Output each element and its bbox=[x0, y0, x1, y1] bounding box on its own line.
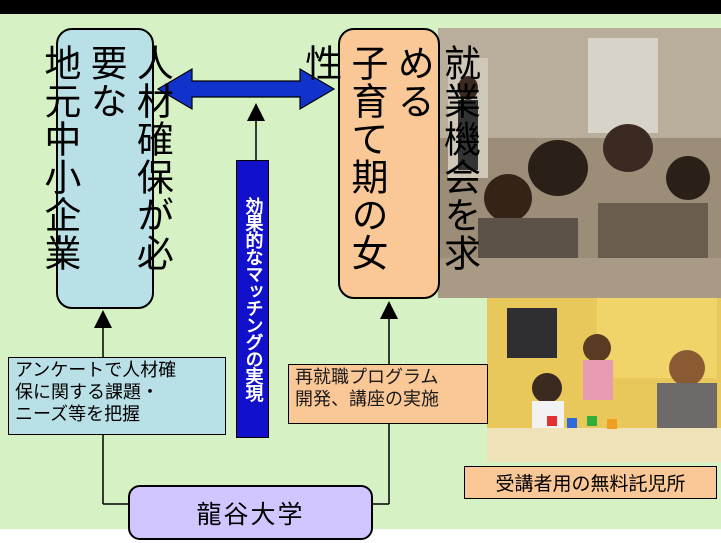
lecture-photo-art bbox=[438, 28, 721, 298]
local-smes-box: 人材確保が必要な 地元中小企業 bbox=[38, 28, 173, 309]
university-box: 龍谷大学 bbox=[128, 485, 373, 540]
childcare-photo-art bbox=[487, 298, 721, 462]
childcare-photo bbox=[487, 298, 721, 462]
matching-label: 効果的なマッチングの実現 bbox=[236, 160, 269, 438]
lecture-photo bbox=[438, 28, 721, 298]
double-arrow bbox=[156, 67, 336, 111]
program-note: 再就職プログラム 開発、講座の実施 bbox=[288, 364, 488, 424]
women-job-seekers-text: 就業機会を求める 子育て期の女性 bbox=[298, 44, 481, 272]
survey-note: アンケートで人材確 保に関する課題・ ニーズ等を把握 bbox=[8, 357, 226, 435]
childcare-caption: 受講者用の無料託児所 bbox=[464, 466, 717, 499]
women-job-seekers-box: 就業機会を求める 子育て期の女性 bbox=[299, 28, 481, 299]
local-smes-text: 人材確保が必要な 地元中小企業 bbox=[37, 44, 174, 272]
matching-label-text: 効果的なマッチングの実現 bbox=[242, 197, 264, 401]
